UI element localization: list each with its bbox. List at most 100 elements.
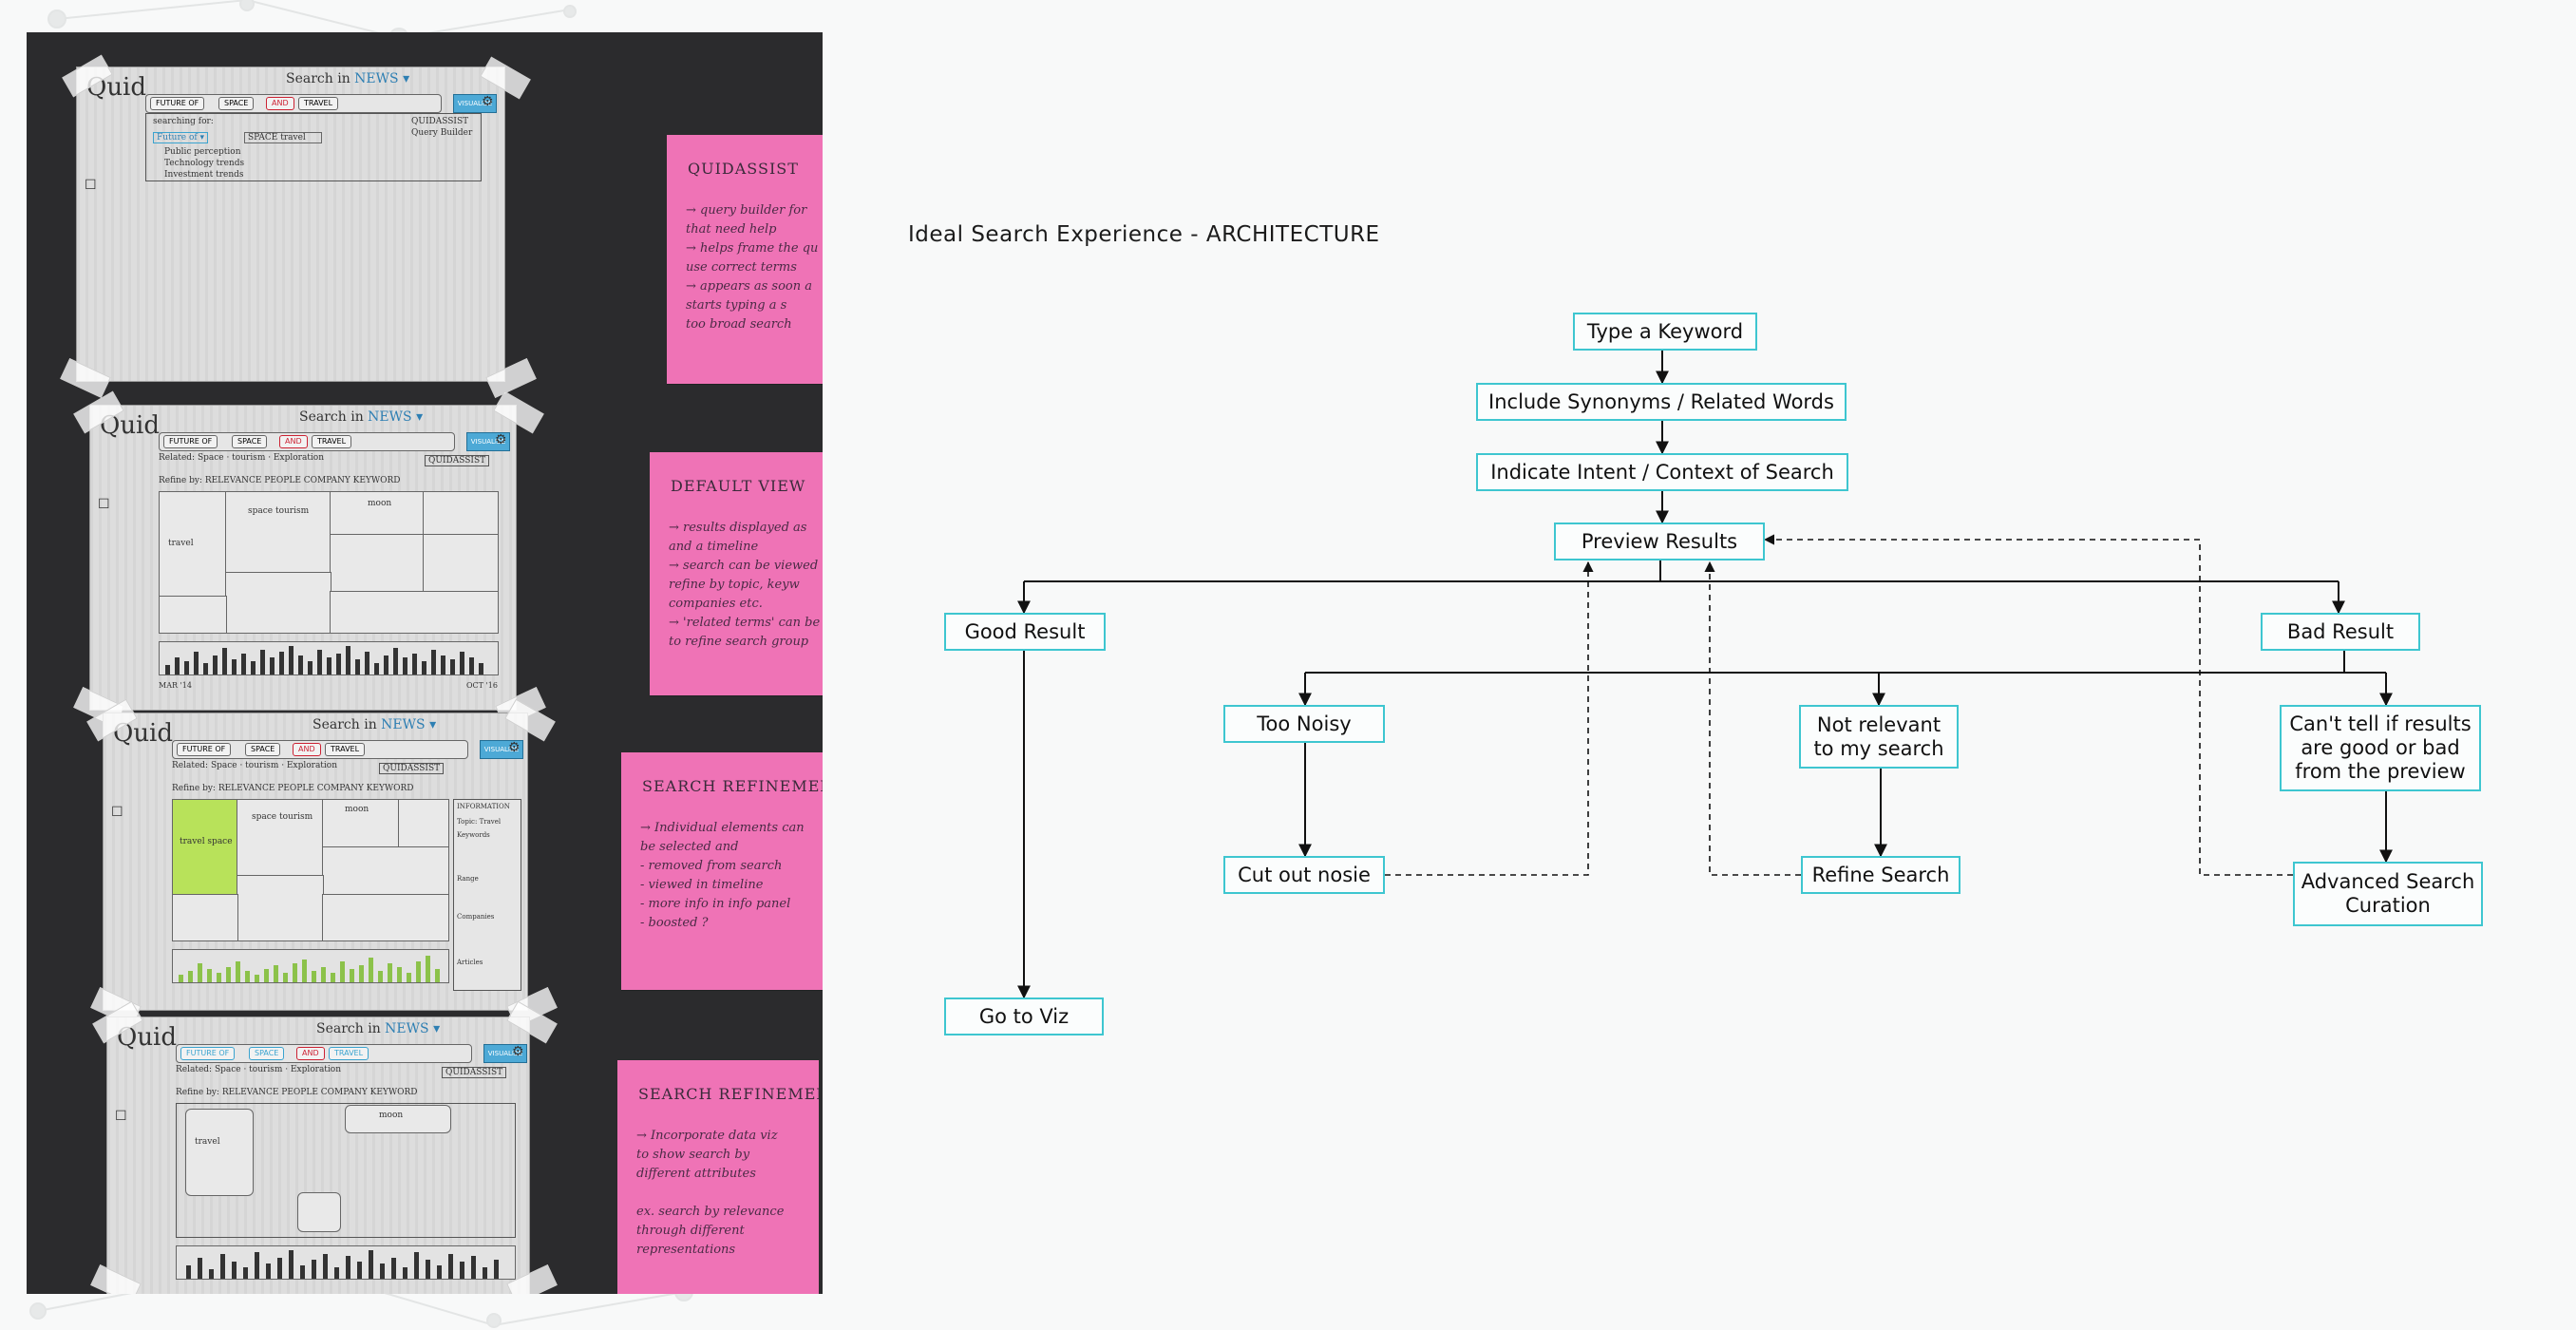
- sketch-chip: FUTURE OF: [163, 435, 218, 448]
- sketch-bubble: [297, 1192, 341, 1232]
- node-too-noisy: Too Noisy: [1223, 705, 1385, 743]
- note-line: companies etc.: [669, 597, 763, 611]
- sketch-text: SPACE travel: [244, 132, 322, 143]
- note-line: → Incorporate data viz: [636, 1129, 778, 1143]
- sketch-bubble-area: [176, 1103, 516, 1238]
- node-go-to-viz: Go to Viz: [944, 998, 1104, 1036]
- sketch-text: Related: Space · tourism · Exploration: [176, 1065, 342, 1074]
- sketch-chip: AND: [266, 97, 294, 110]
- sketch-cell: [172, 894, 238, 941]
- sketch-gear-icon: ⚙: [495, 432, 507, 447]
- sticky-note-3: SEARCH REFINEMENT → Individual elements …: [621, 752, 823, 990]
- sketch-side-icon: ☐: [85, 178, 97, 193]
- sketch-gear-icon: ⚙: [512, 1044, 524, 1059]
- sketch-text: Companies: [457, 913, 495, 921]
- sketch-side-icon: ☐: [98, 497, 110, 512]
- sketch-dropdown-panel: [145, 113, 482, 181]
- sketch-search-header: Search in NEWS ▾: [299, 409, 424, 425]
- sketch-text: Technology trends: [164, 159, 245, 168]
- sketch-text: QUIDASSIST: [379, 763, 445, 774]
- sketch-cell: [322, 846, 449, 896]
- sketch-search-bar: FUTURE OF SPACE AND TRAVEL: [172, 740, 468, 759]
- note-line: to refine search group: [669, 635, 809, 649]
- sketch-visualize-button: VISUALIZE: [466, 432, 510, 451]
- sketch-text: travel: [195, 1137, 220, 1147]
- sketch-chip: FUTURE OF: [180, 1047, 236, 1060]
- sketch-text: Investment trends: [164, 170, 244, 180]
- sketch-cell: [159, 596, 227, 634]
- sketch-text: Related: Space · tourism · Exploration: [172, 761, 338, 770]
- sketch-text: QUIDASSIST: [411, 117, 469, 126]
- node-good-result: Good Result: [944, 613, 1106, 651]
- node-bad-result: Bad Result: [2261, 613, 2420, 651]
- node-type-keyword: Type a Keyword: [1573, 313, 1757, 351]
- sketch-sheet-3: Quid Search in NEWS ▾ FUTURE OF SPACE AN…: [103, 712, 528, 1011]
- sketch-text: space tourism: [252, 812, 313, 822]
- sketch-visualize-button: VISUALIZE: [480, 740, 523, 759]
- node-include-synonyms: Include Synonyms / Related Words: [1476, 383, 1847, 421]
- loop-refine-preview: [1704, 560, 1801, 876]
- sketch-bubble: [185, 1109, 254, 1196]
- node-cant-tell: Can't tell if results are good or bad fr…: [2280, 705, 2481, 791]
- sketch-sheet-4: Quid Search in NEWS ▾ FUTURE OF SPACE AN…: [106, 1016, 530, 1294]
- diagram-title: Ideal Search Experience - ARCHITECTURE: [908, 222, 1380, 247]
- note-line: refine by topic, keyw: [669, 578, 800, 592]
- sketch-chip: TRAVEL: [325, 743, 366, 756]
- paper-prototype-photo: Quid Search in NEWS ▾ FUTURE OF SPACE AN…: [27, 32, 823, 1294]
- node-cut-out-noise: Cut out nosie: [1223, 856, 1385, 894]
- sketch-search-bar: FUTURE OF SPACE AND TRAVEL: [159, 432, 455, 451]
- sketch-cell: [330, 591, 499, 634]
- sketch-side-icon: ☐: [111, 805, 123, 820]
- sketch-text: Future of ▾: [153, 132, 209, 143]
- sketch-visualize-button: VISUALIZE: [453, 94, 497, 113]
- sticky-note-4: SEARCH REFINEMENT → Incorporate data viz…: [617, 1060, 819, 1294]
- sketch-chip: AND: [296, 1047, 325, 1060]
- node-not-relevant: Not relevant to my search: [1799, 705, 1959, 769]
- note-line: and a timeline: [669, 540, 759, 554]
- note-line: - viewed in timeline: [640, 878, 764, 892]
- sketch-text: travel: [168, 539, 194, 548]
- sticky-note-2: DEFAULT VIEW → results displayed as and …: [650, 452, 823, 695]
- note-line: too broad search: [686, 317, 792, 332]
- note-title: QUIDASSIST: [688, 160, 799, 178]
- note-line: → Individual elements can: [640, 821, 805, 835]
- sketch-search-header: Search in NEWS ▾: [316, 1021, 441, 1036]
- sticky-note-1: QUIDASSIST → query builder for that need…: [667, 135, 823, 384]
- note-title: SEARCH REFINEMENT: [638, 1085, 819, 1103]
- sketch-text: moon: [379, 1111, 404, 1120]
- sketch-chip: SPACE: [218, 97, 255, 110]
- sketch-text: MAR '14: [159, 681, 192, 690]
- sketch-chip: AND: [293, 743, 321, 756]
- note-line: that need help: [686, 222, 777, 237]
- note-line: be selected and: [640, 840, 739, 854]
- note-line: → results displayed as: [669, 521, 807, 535]
- sketch-text: moon: [345, 805, 369, 814]
- note-line: → query builder for: [686, 203, 807, 218]
- sketch-visualize-button: VISUALIZE: [483, 1044, 527, 1063]
- sketch-text: INFORMATION: [457, 803, 510, 810]
- sketch-search-header: Search in NEWS ▾: [286, 71, 410, 86]
- node-refine-search: Refine Search: [1801, 856, 1960, 894]
- note-line: → appears as soon a: [686, 279, 813, 294]
- note-line: use correct terms: [686, 260, 797, 275]
- sketch-cell: [322, 894, 449, 941]
- sketch-text: space tourism: [248, 506, 310, 516]
- note-line: through different: [636, 1224, 745, 1238]
- sketch-text: QUIDASSIST: [442, 1067, 507, 1078]
- sketch-gear-icon: ⚙: [508, 740, 521, 755]
- sketch-text: searching for:: [153, 117, 214, 126]
- sketch-cell: [237, 875, 324, 941]
- sketch-text: Public perception: [164, 147, 241, 157]
- sketch-info-panel: [453, 799, 521, 991]
- sketch-text: travel space: [180, 837, 233, 846]
- sketch-gear-icon: ⚙: [482, 94, 494, 109]
- sketch-timeline: [159, 641, 499, 675]
- note-line: ex. search by relevance: [636, 1205, 785, 1219]
- sketch-chip: AND: [279, 435, 308, 448]
- sketch-cell: [159, 491, 227, 598]
- sketch-chip: TRAVEL: [329, 1047, 369, 1060]
- sketch-chip: FUTURE OF: [177, 743, 232, 756]
- sketch-search-header: Search in NEWS ▾: [313, 717, 437, 732]
